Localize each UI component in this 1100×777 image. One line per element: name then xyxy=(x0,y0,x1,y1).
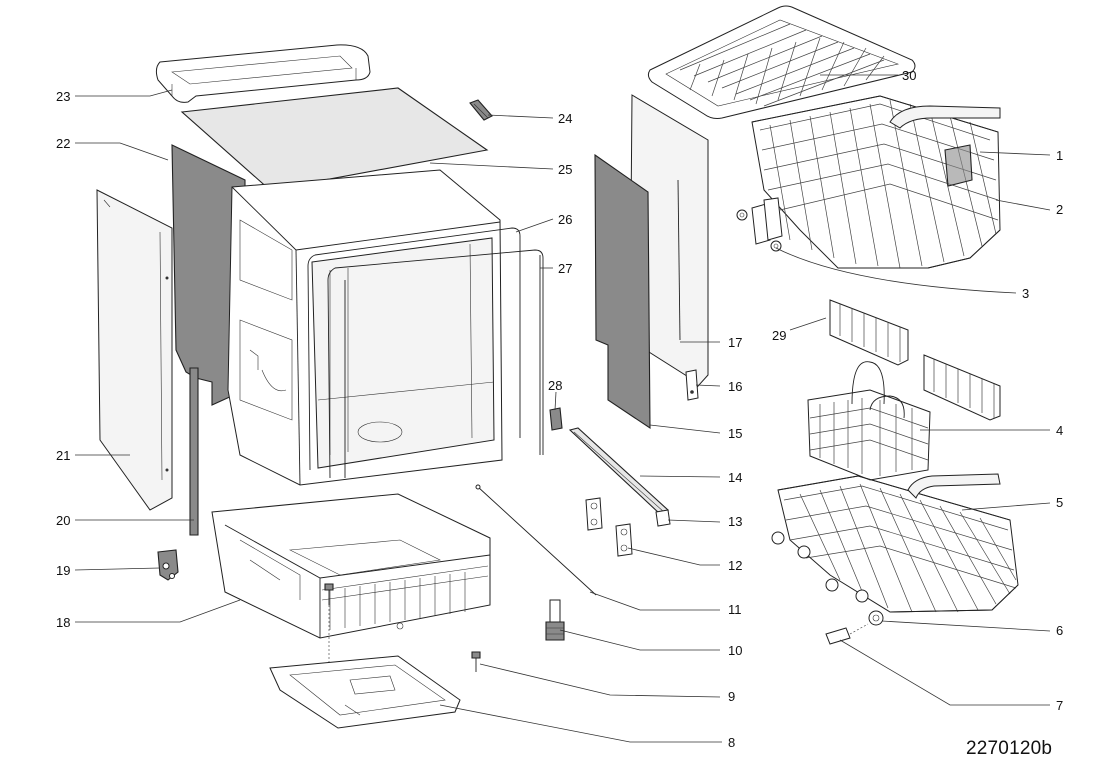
label-19: 19 xyxy=(56,563,70,578)
part-24-clip xyxy=(469,99,493,121)
part-10-foot xyxy=(545,599,565,641)
part-26-seal xyxy=(307,227,521,471)
part-21-side-panel xyxy=(96,189,173,511)
label-10: 10 xyxy=(728,643,742,658)
part-4-cutlery-basket xyxy=(807,361,931,481)
part-labels: 1 2 3 4 5 6 7 8 9 10 11 12 13 14 15 16 1… xyxy=(56,68,1063,750)
label-3: 3 xyxy=(1022,286,1029,301)
label-17: 17 xyxy=(728,335,742,350)
part-16-door-bracket xyxy=(685,369,699,401)
part-5-lower-basket xyxy=(771,473,1019,625)
leader-lines xyxy=(74,74,1051,743)
part-14-rail xyxy=(568,427,669,515)
label-13: 13 xyxy=(728,514,742,529)
label-29: 29 xyxy=(772,328,786,343)
label-2: 2 xyxy=(1056,202,1063,217)
label-8: 8 xyxy=(728,735,735,750)
drawing-code: 2270120b xyxy=(966,738,1053,759)
label-24: 24 xyxy=(558,111,572,126)
label-16: 16 xyxy=(728,379,742,394)
part-19-valve xyxy=(157,549,179,581)
label-1: 1 xyxy=(1056,148,1063,163)
part-23-top-frame xyxy=(155,44,371,103)
label-18: 18 xyxy=(56,615,70,630)
label-14: 14 xyxy=(728,470,742,485)
part-13-cap xyxy=(655,509,671,527)
label-27: 27 xyxy=(558,261,572,276)
label-25: 25 xyxy=(558,162,572,177)
label-5: 5 xyxy=(1056,495,1063,510)
label-23: 23 xyxy=(56,89,70,104)
label-20: 20 xyxy=(56,513,70,528)
part-25-top-panel xyxy=(180,87,489,191)
part-20-strip xyxy=(189,367,199,536)
label-6: 6 xyxy=(1056,623,1063,638)
part-28-clip xyxy=(549,407,563,431)
part-8-tray xyxy=(269,655,461,729)
label-9: 9 xyxy=(728,689,735,704)
label-26: 26 xyxy=(558,212,572,227)
part-12-hinges xyxy=(585,497,633,557)
part-11-rod xyxy=(475,484,597,596)
tub-cabinet xyxy=(227,169,503,486)
part-15-door-insulation xyxy=(594,153,651,430)
part-29-racks xyxy=(829,299,1001,421)
label-28: 28 xyxy=(548,378,562,393)
part-6-wheel xyxy=(868,610,884,626)
label-30: 30 xyxy=(902,68,916,83)
part-30-cutlery-tray xyxy=(647,5,916,119)
label-11: 11 xyxy=(728,602,742,617)
part-3-basket-clips xyxy=(736,197,783,252)
label-21: 21 xyxy=(56,448,70,463)
part-18-base xyxy=(211,493,491,639)
label-15: 15 xyxy=(728,426,742,441)
label-12: 12 xyxy=(728,558,742,573)
part-2-upper-basket xyxy=(751,95,1001,269)
label-7: 7 xyxy=(1056,698,1063,713)
label-22: 22 xyxy=(56,136,70,151)
part-7-axle xyxy=(825,623,869,645)
part-27-seal xyxy=(327,249,544,479)
label-4: 4 xyxy=(1056,423,1063,438)
